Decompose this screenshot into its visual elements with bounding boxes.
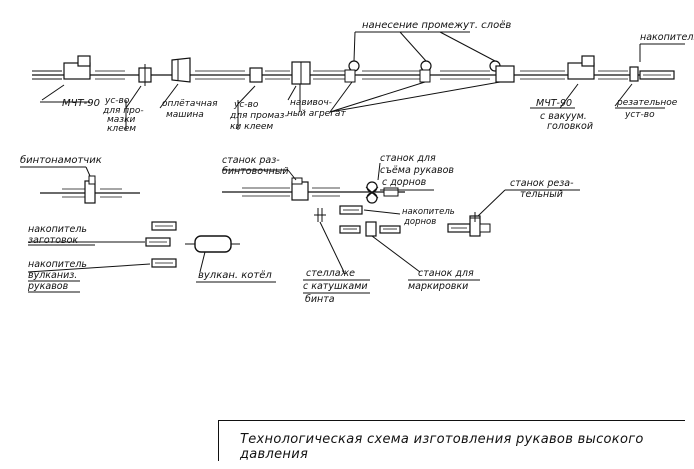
label-adhesive-device-2: ус-во для промаз- ки клеем	[229, 100, 291, 132]
main-line	[32, 31, 685, 113]
marking-machine	[339, 221, 480, 281]
mandrel-machine-top	[366, 181, 378, 193]
unwinding-machine-head	[291, 177, 303, 185]
mandrel-machine-bottom	[366, 192, 378, 204]
unwinding-machine	[291, 181, 309, 201]
conveyor-hatching	[95, 70, 628, 80]
label-winding-unit: навивоч- ный агрегат	[287, 98, 346, 119]
label-storage-blanks: накопитель заготовок	[28, 224, 90, 246]
bandage-winder-line	[20, 166, 140, 204]
label-braiding-machine: оплётачная машина	[162, 99, 220, 120]
winding-unit-2	[344, 69, 356, 83]
label-storage-mandrels: накопитель дорнов	[402, 207, 458, 227]
cutting-device	[629, 66, 639, 82]
diagram-title: Технологическая схема изготовления рукав…	[240, 432, 644, 462]
label-mcht-vacuum: МЧТ-90 с вакуум. головкой	[536, 98, 593, 132]
unwinding-section	[222, 162, 434, 204]
label-marking-machine: станок для маркировки	[408, 268, 477, 292]
extruder-mcht-left	[63, 62, 91, 80]
title-frame	[218, 420, 685, 461]
label-bandage-winder: бинтонамотчик	[20, 154, 102, 166]
rack-reels	[303, 208, 370, 281]
cutting-machine	[447, 189, 580, 237]
label-mandrel-machine: станок для съёма рукавов с дорнов	[380, 153, 457, 188]
label-mcht-left: МЧТ-90	[62, 98, 100, 109]
label-cutting-device: резательное уст-во	[616, 98, 680, 120]
label-storage-top: накопитель	[640, 32, 694, 43]
adhesive-device-2	[249, 67, 263, 83]
braiding-machine	[171, 57, 191, 83]
extruder-hopper-left	[77, 55, 91, 67]
bandage-winder-head	[88, 175, 96, 185]
label-vulcan-boiler: вулкан. котёл	[198, 270, 272, 281]
label-interlayer: нанесение промежут. слоёв	[362, 20, 511, 31]
extruder-hopper-vacuum	[581, 55, 595, 67]
label-unwinding-machine: станок раз- бинтовочный	[222, 155, 289, 177]
vulcan-boiler	[185, 235, 276, 283]
label-cutting-machine: станок реза- тельный	[510, 178, 577, 200]
main-line-leaders	[40, 83, 665, 130]
winding-unit-4	[495, 65, 515, 83]
mandrel-exit	[383, 187, 399, 197]
label-adhesive-device-1: ус-во для про- мазки клеем	[102, 96, 146, 134]
winding-unit-3	[419, 69, 431, 83]
label-storage-vulcanized: накопитель вулканиз. рукавов	[27, 259, 90, 292]
extruder-mcht-vacuum	[567, 62, 595, 80]
label-rack-reels: стеллаже с катушками бинта	[303, 268, 371, 305]
